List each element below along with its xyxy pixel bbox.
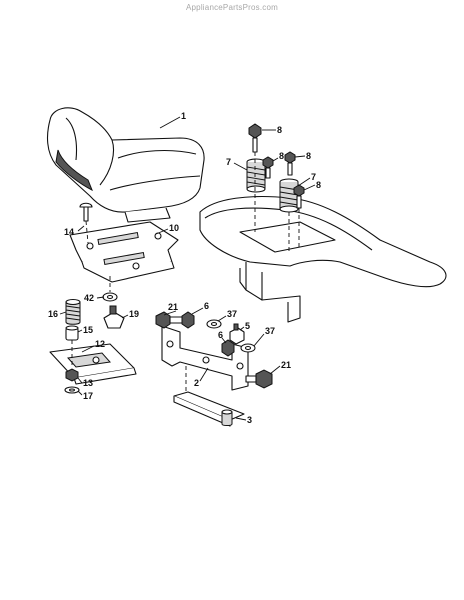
callout-2: 2 [194, 378, 199, 388]
callout-8: 8 [306, 151, 311, 161]
spacer-plate[interactable] [173, 391, 245, 427]
callout-7: 7 [311, 172, 316, 182]
callout-19: 19 [129, 309, 139, 319]
shoulder-bolt[interactable] [155, 311, 185, 329]
shoulder-bolt[interactable] [245, 369, 273, 389]
callout-42: 42 [84, 293, 94, 303]
seat-spring-left[interactable] [246, 158, 266, 193]
callout-6: 6 [204, 301, 209, 311]
shoulder-bolt[interactable] [284, 151, 296, 176]
lock-nut[interactable] [221, 339, 235, 357]
callout-13: 13 [83, 378, 93, 388]
callout-15: 15 [83, 325, 93, 335]
seat-cushion[interactable] [46, 107, 205, 223]
seat-switch[interactable] [229, 323, 245, 345]
callout-21: 21 [168, 302, 178, 312]
callout-1: 1 [181, 111, 186, 121]
seat-spring-right[interactable] [279, 178, 299, 213]
bushing[interactable] [65, 325, 79, 341]
carriage-bolt[interactable] [79, 202, 93, 222]
seat-pivot-bracket[interactable] [161, 325, 249, 391]
fender-frame [199, 196, 447, 323]
callout-5: 5 [245, 321, 250, 331]
callout-16: 16 [48, 309, 58, 319]
callout-7: 7 [226, 157, 231, 167]
callout-17: 17 [83, 391, 93, 401]
washer[interactable] [240, 343, 256, 353]
shoulder-bolt[interactable] [262, 156, 274, 179]
hex-nut[interactable] [65, 368, 79, 382]
callout-12: 12 [95, 339, 105, 349]
shoulder-bolt[interactable] [248, 123, 262, 153]
callout-14: 14 [64, 227, 74, 237]
callout-6: 6 [218, 330, 223, 340]
washer[interactable] [206, 319, 222, 329]
watermark: AppliancePartsPros.com [186, 3, 278, 12]
compression-spring[interactable] [65, 298, 81, 325]
callout-10: 10 [169, 223, 179, 233]
callout-8: 8 [277, 125, 282, 135]
seat-mounting-plate[interactable] [69, 221, 179, 283]
callout-37: 37 [227, 309, 237, 319]
callout-8: 8 [316, 180, 321, 190]
callout-3: 3 [247, 415, 252, 425]
washer[interactable] [64, 386, 80, 394]
adjustment-knob[interactable] [103, 305, 125, 329]
lock-nut[interactable] [181, 311, 195, 329]
callout-8: 8 [279, 151, 284, 161]
washer[interactable] [102, 292, 118, 302]
callout-21: 21 [281, 360, 291, 370]
callout-37: 37 [265, 326, 275, 336]
